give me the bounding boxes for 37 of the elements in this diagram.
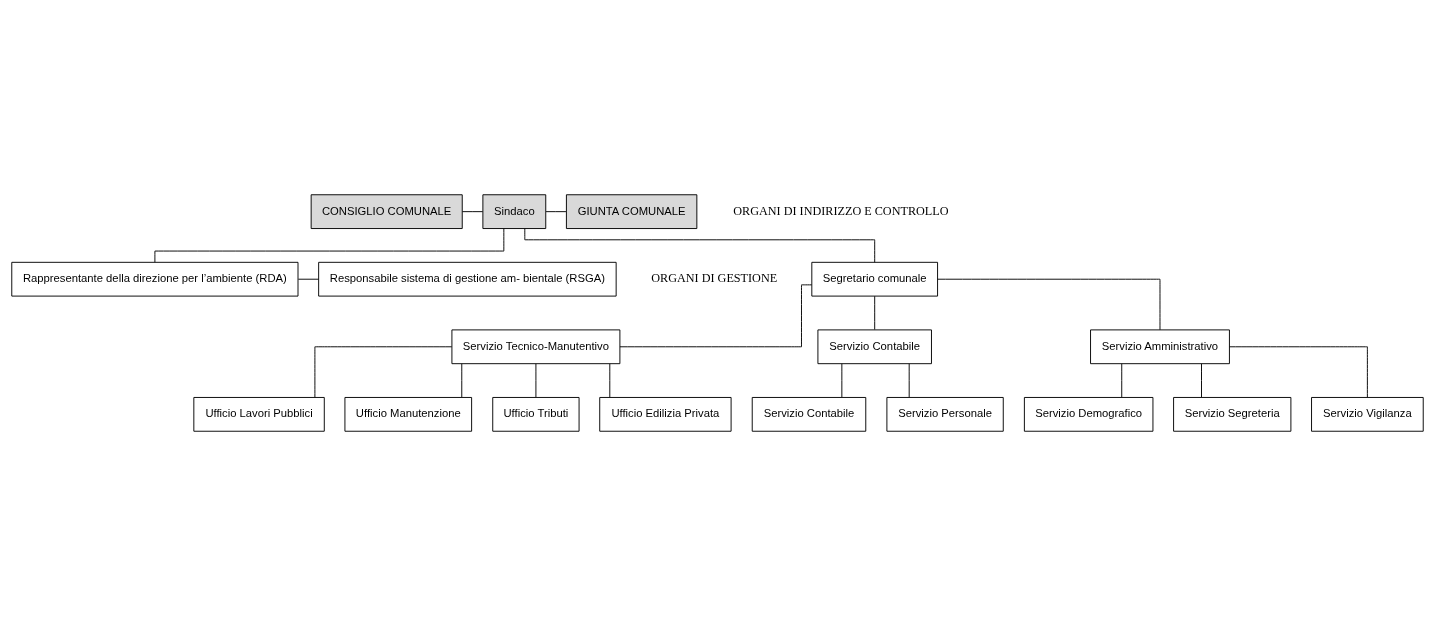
node-box: Sindaco bbox=[482, 194, 547, 229]
node-box: Ufficio Lavori Pubblici bbox=[193, 397, 325, 432]
node-box: Servizio Segreteria bbox=[1173, 397, 1292, 432]
node-box: Rappresentante della direzione per l’ambiente (RDA) bbox=[11, 261, 299, 297]
node-box: Ufficio Tributi bbox=[492, 397, 580, 432]
connector bbox=[461, 211, 484, 213]
connector bbox=[545, 211, 567, 213]
connector bbox=[535, 363, 537, 398]
node-box: Segretario comunale bbox=[811, 261, 939, 297]
node-box: Ufficio Edilizia Privata bbox=[599, 397, 732, 432]
node-box: Servizio Vigilanza bbox=[1311, 397, 1424, 432]
node-box: CONSIGLIO COMUNALE bbox=[310, 194, 463, 229]
node-box: Servizio Contabile bbox=[817, 329, 932, 365]
connector bbox=[297, 278, 320, 280]
node-box: Ufficio Manutenzione bbox=[344, 397, 473, 432]
node-box: Servizio Demografico bbox=[1023, 397, 1154, 432]
node-box: Servizio Amministrativo bbox=[1090, 329, 1230, 365]
connector bbox=[874, 295, 876, 330]
connector bbox=[609, 363, 611, 398]
connector bbox=[524, 228, 876, 263]
connector bbox=[461, 363, 463, 398]
connector bbox=[1229, 346, 1368, 398]
connector bbox=[937, 278, 1161, 331]
node-box: Servizio Tecnico-Manutentivo bbox=[451, 329, 621, 365]
connector bbox=[841, 363, 843, 398]
label: ORGANI DI GESTIONE bbox=[651, 271, 778, 286]
connector bbox=[154, 228, 505, 263]
node-box: Servizio Personale bbox=[886, 397, 1004, 432]
connector bbox=[314, 346, 453, 398]
connector bbox=[1201, 363, 1202, 398]
connector bbox=[908, 363, 910, 398]
node-box: Responsabile sistema di gestione am- bientale (RSGA) bbox=[318, 261, 617, 297]
label: ORGANI DI INDIRIZZO E CONTROLLO bbox=[733, 203, 949, 218]
connector bbox=[1121, 363, 1123, 398]
node-box: GIUNTA COMUNALE bbox=[565, 194, 698, 229]
connector bbox=[619, 284, 813, 348]
node-box: Servizio Contabile bbox=[751, 397, 867, 432]
